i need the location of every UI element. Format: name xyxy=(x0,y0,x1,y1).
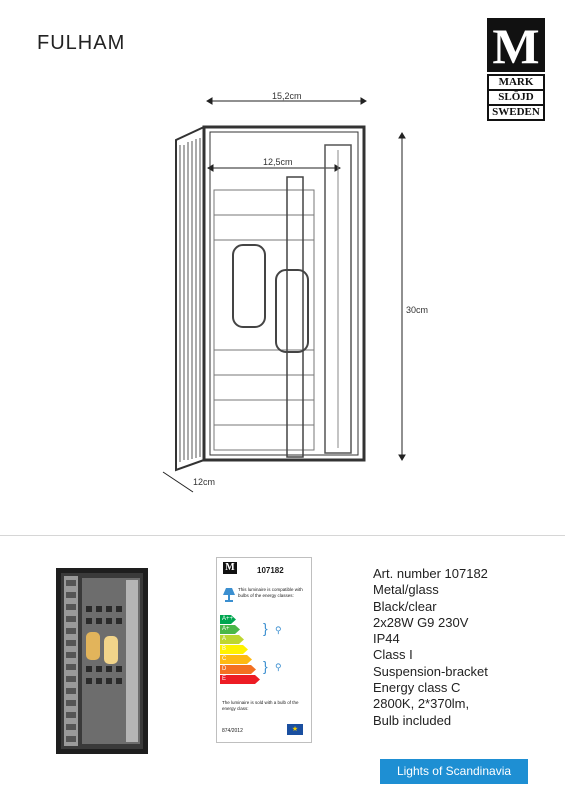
spec-line: Suspension-bracket xyxy=(373,663,488,679)
sold-with-text: The luminaire is sold with a bulb of the… xyxy=(222,700,299,711)
energy-label: M 107182 This luminaire is compatible wi… xyxy=(216,557,312,743)
brace-sold-icon: } xyxy=(263,658,268,674)
height-dimension: 30cm xyxy=(406,305,429,315)
spec-line: 2x28W G9 230V xyxy=(373,614,469,630)
spec-line: Energy class C xyxy=(373,680,461,696)
energy-class-row: A xyxy=(220,635,244,644)
logo-line-sweden: SWEDEN xyxy=(487,104,545,121)
technical-drawing xyxy=(162,97,406,493)
inner-width-dimension: 12,5cm xyxy=(263,157,293,167)
energy-class-row: C xyxy=(220,655,252,664)
logo-mark: M xyxy=(487,18,545,74)
brand-logo: M MARK SLÖJD SWEDEN xyxy=(487,18,545,121)
spec-line: Metal/glass xyxy=(373,582,439,598)
eu-flag-icon: ★ xyxy=(287,724,303,735)
brace-compatible-icon: } xyxy=(263,620,268,636)
spec-line: IP44 xyxy=(373,631,400,647)
lamp-icon xyxy=(223,588,235,602)
energy-class-row: D xyxy=(220,665,256,674)
spec-line: 2800K, 2*370lm, xyxy=(373,696,470,712)
spec-line: Art. number 107182 xyxy=(373,566,488,581)
spec-line: Bulb included xyxy=(373,712,452,728)
footer-banner: Lights of Scandinavia xyxy=(380,759,528,784)
depth-dimension: 12cm xyxy=(193,477,216,487)
product-photo xyxy=(56,568,148,754)
regulation-number: 874/2012 xyxy=(222,728,243,734)
page-title: FULHAM xyxy=(37,32,126,54)
section-divider xyxy=(0,535,565,536)
energy-class-row: A++ xyxy=(220,615,236,624)
spec-line: Black/clear xyxy=(373,598,437,614)
bulb-icon-2: ⚲ xyxy=(275,662,282,672)
label-article-number: 107182 xyxy=(257,566,284,575)
energy-class-row: E xyxy=(220,675,260,684)
spec-line: Class I xyxy=(373,647,413,663)
energy-class-row: B xyxy=(220,645,248,654)
bulb-icon: ⚲ xyxy=(275,625,282,635)
label-logo-mark: M xyxy=(223,562,237,574)
energy-class-row: A+ xyxy=(220,625,240,634)
compat-text: This luminaire is compatible with bulbs … xyxy=(238,587,303,598)
width-dimension: 15,2cm xyxy=(272,91,302,101)
